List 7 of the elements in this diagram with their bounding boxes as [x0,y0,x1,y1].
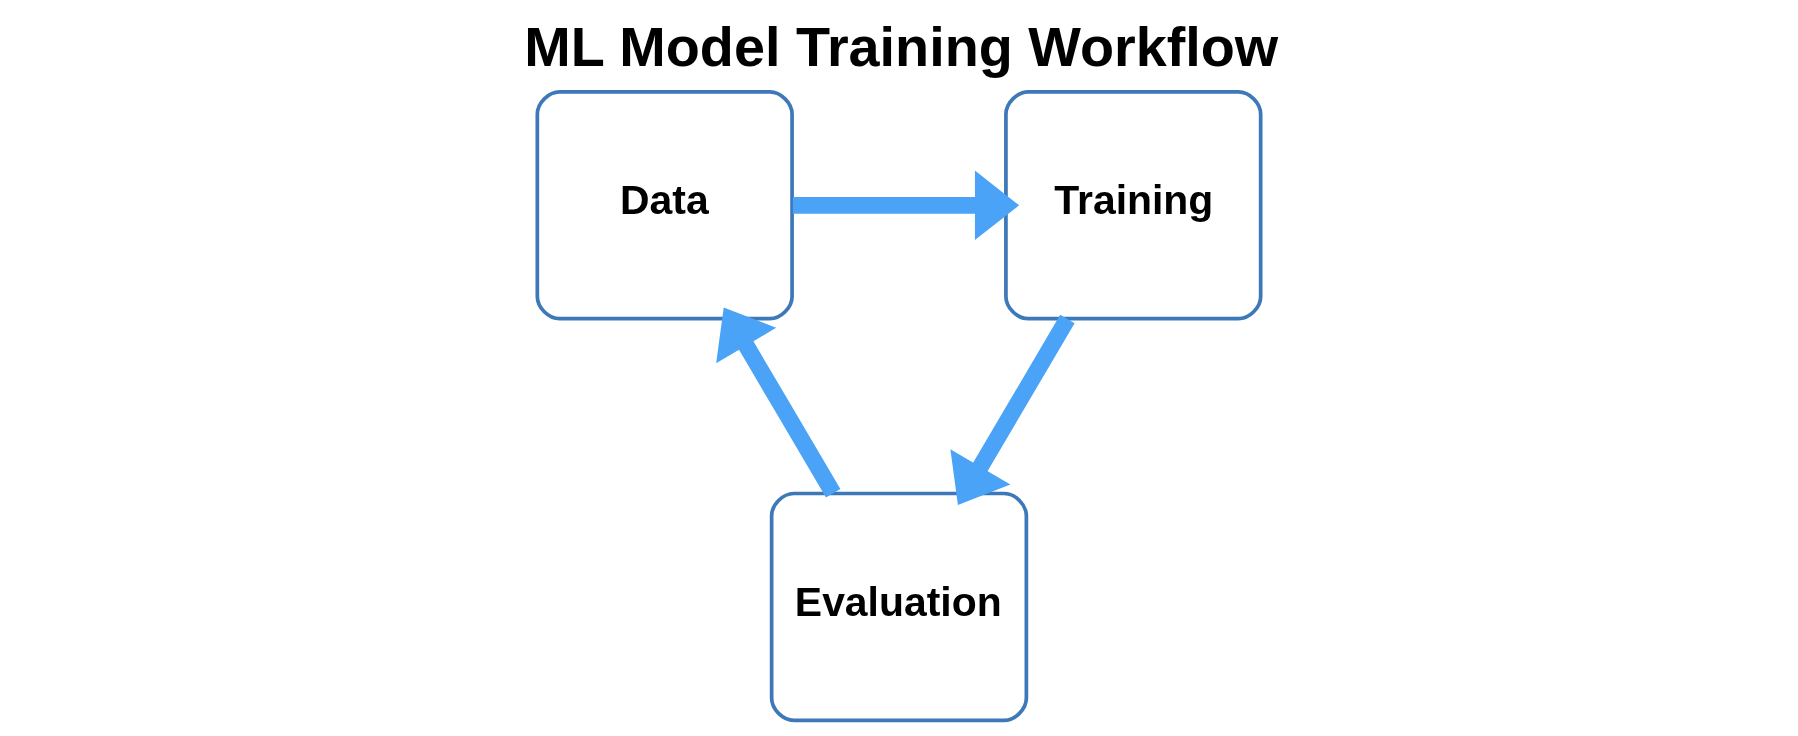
node-box: Evaluation [769,491,1029,723]
node-box: Training [1004,90,1263,321]
node-box: Data [535,90,794,321]
diagram-title: ML Model Training Workflow [524,15,1279,78]
arrow [716,307,841,498]
arrow [950,314,1075,505]
arrow [792,170,1020,241]
